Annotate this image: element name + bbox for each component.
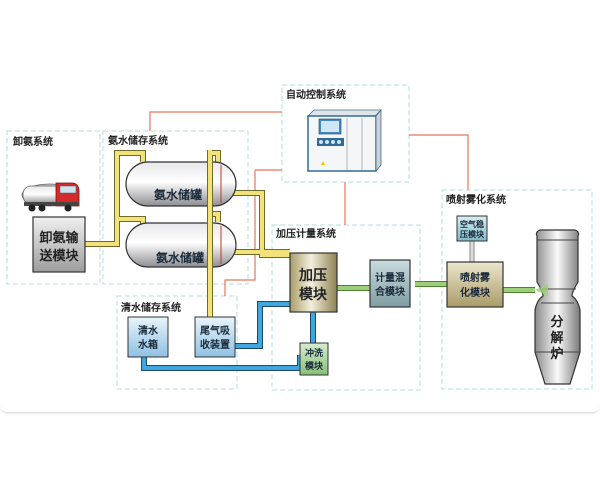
pressurize-label-2: 模块 [299, 286, 328, 303]
furnace-label-2: 解 [549, 330, 563, 346]
control-lines [149, 111, 469, 296]
ammonia-tank-2: 氨水储罐 [125, 222, 237, 268]
tail-gas-label-1: 尾气吸 [200, 324, 231, 337]
air-stabilize-label-1: 空气稳 [460, 219, 484, 229]
group-border-spray [441, 189, 593, 390]
group-label-ammonia-storage: 氨水储存系统 [108, 134, 168, 147]
group-label-spray: 喷射雾化系统 [446, 193, 506, 206]
group-label-water-storage: 清水储存系统 [121, 301, 181, 314]
furnace-label-1: 分 [550, 314, 563, 330]
unload-transfer-label-1: 卸氨输 [39, 230, 79, 246]
flush-label-2: 模块 [305, 360, 324, 372]
ammonia-tank-1-label: 氨水储罐 [154, 187, 202, 202]
group-border-unload [6, 130, 101, 285]
unload-transfer-module: 卸氨输 送模块 [32, 216, 86, 273]
spray-atomize-module: 喷射雾 化模块 [446, 261, 504, 308]
ammonia-tank-1: 氨水储罐 [125, 161, 237, 207]
clean-water-label-1: 清水 [138, 324, 159, 337]
tail-gas-label-2: 收装置 [200, 338, 230, 351]
furnace-label-3: 炉 [550, 346, 563, 362]
flush-label-1: 冲洗 [305, 347, 323, 359]
tanker-truck-icon [21, 182, 80, 212]
control-cabinet-icon [307, 108, 382, 173]
clean-water-label-2: 水箱 [137, 338, 158, 351]
meter-mix-module: 计量混 合模块 [369, 259, 411, 308]
meter-mix-label-1: 计量混 [375, 271, 405, 284]
injection-arrow-icon [535, 284, 548, 296]
spray-atomize-label-2: 化模块 [460, 286, 491, 299]
pressurize-module: 加压 模块 [289, 252, 338, 313]
pressurize-label-1: 加压 [298, 268, 327, 284]
flush-module: 冲洗 模块 [299, 342, 329, 376]
meter-mix-label-2: 合模块 [374, 285, 406, 298]
group-border-water-storage [116, 295, 238, 390]
group-label-unload: 卸氨系统 [13, 135, 53, 148]
tail-gas-absorber-module: 尾气吸 收装置 [194, 316, 236, 358]
spray-atomize-label-1: 喷射雾 [460, 271, 491, 284]
air-stabilize-label-2: 压模块 [460, 229, 485, 239]
group-border-ammonia-storage [102, 130, 249, 285]
clean-water-tank-module: 清水 水箱 [127, 316, 169, 358]
ammonia-tank-2-label: 氨水储罐 [156, 250, 204, 265]
air-stabilize-module: 空气稳 压模块 [456, 215, 488, 242]
group-label-auto-control: 自动控制系统 [286, 88, 346, 101]
unload-transfer-label-2: 送模块 [38, 248, 79, 264]
group-label-pressure-metering: 加压计量系统 [275, 227, 336, 240]
decomposition-furnace: 分 解 炉 [534, 229, 581, 385]
group-border-pressure-metering [271, 224, 421, 391]
